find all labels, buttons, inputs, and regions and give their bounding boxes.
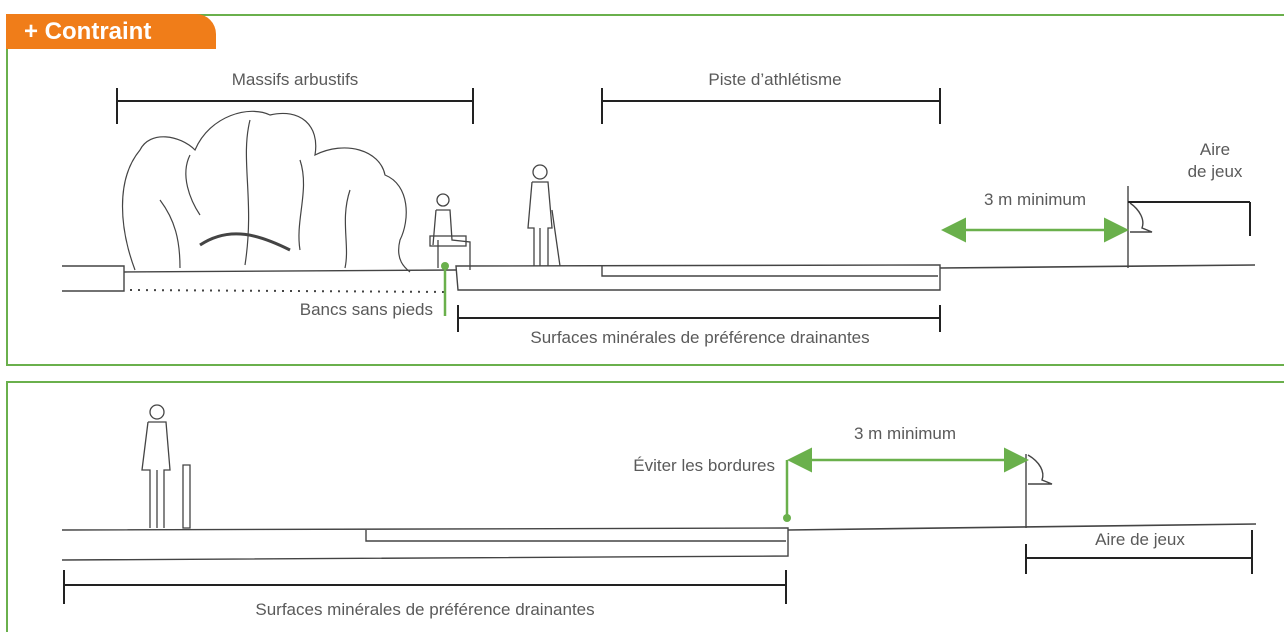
flag-bottom-sketch <box>1025 454 1053 528</box>
benches-label: Bancs sans pieds <box>299 300 433 319</box>
curbs-pointer <box>783 460 791 522</box>
flag-top-sketch <box>1127 186 1153 268</box>
play-area-top-label-2: de jeux <box>1187 162 1243 181</box>
surfaces-top-label: Surfaces minérales de préférence drainan… <box>530 328 870 347</box>
curbs-label: Éviter les bordures <box>633 456 775 475</box>
bottom-ground-sketch <box>61 523 1257 561</box>
top-ground-sketch <box>62 264 1256 293</box>
shrubs-label: Massifs arbustifs <box>231 70 359 89</box>
constraint-tag: + Contraint <box>6 14 216 49</box>
benches-pointer <box>441 262 449 316</box>
track-dimension <box>601 88 941 124</box>
top-panel-frame <box>6 14 1284 366</box>
play-area-bottom-label: Aire de jeux <box>1095 530 1185 549</box>
bottom-panel-frame <box>6 381 1284 632</box>
play-area-bottom-dimension <box>1025 530 1253 574</box>
seated-person-sketch <box>429 193 471 270</box>
shrubs-dimension <box>116 88 474 124</box>
surfaces-top-dimension <box>457 305 941 332</box>
track-label: Piste d’athlétisme <box>708 70 842 89</box>
distance-top-label: 3 m minimum <box>983 190 1086 209</box>
standing-person-top-sketch <box>527 164 561 267</box>
play-area-top-dimension <box>1128 201 1251 236</box>
surfaces-bottom-dimension <box>63 570 787 604</box>
distance-bottom-label: 3 m minimum <box>853 424 956 443</box>
shrub-massifs-sketch <box>121 110 411 273</box>
surfaces-bottom-label: Surfaces minérales de préférence drainan… <box>255 600 595 619</box>
play-area-top-label-1: Aire <box>1199 140 1231 159</box>
standing-person-bottom-sketch <box>141 404 191 529</box>
